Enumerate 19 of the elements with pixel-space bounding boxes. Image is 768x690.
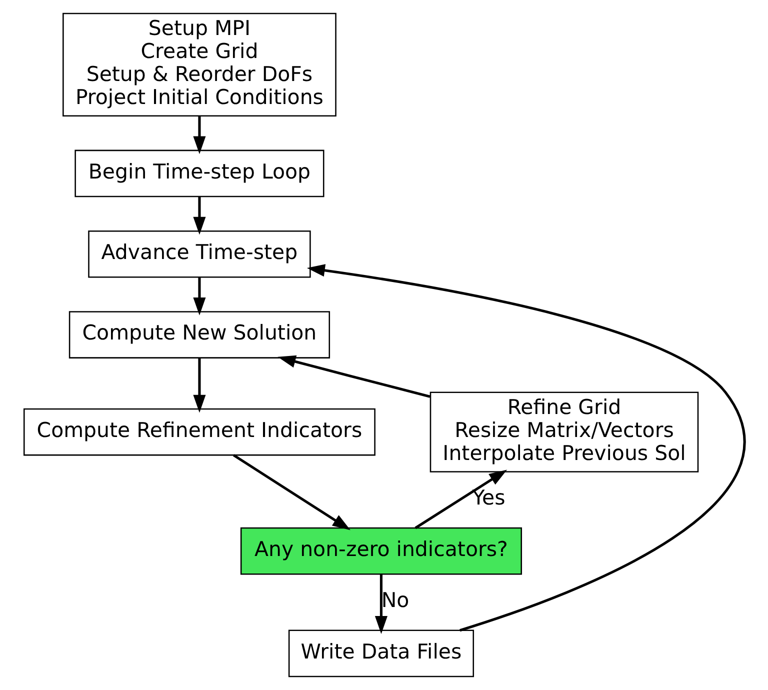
node-box: Write Data Files	[288, 630, 474, 678]
arrow	[192, 196, 206, 235]
node-box: Setup MPI Create Grid Setup & Reorder DoFs Project Initial Conditions	[62, 12, 336, 117]
arrow	[192, 278, 206, 316]
arrow	[232, 454, 350, 530]
node-box: Refine Grid Resize Matrix/Vectors Interpolate Previous Sol	[429, 392, 698, 472]
node-box: Compute Refinement Indicators	[22, 408, 375, 456]
arrow	[192, 116, 206, 154]
arrow	[414, 470, 507, 530]
arrow	[374, 574, 387, 634]
arrow	[306, 264, 745, 632]
node-box: Advance Time-step	[88, 230, 310, 278]
arrow	[192, 358, 206, 413]
edge-label: No	[380, 588, 409, 612]
node-box: Compute New Solution	[68, 311, 330, 358]
edge-label: Yes	[472, 486, 505, 510]
node-box: Begin Time-step Loop	[74, 150, 324, 198]
node-box: Any non-zero indicators?	[240, 527, 522, 575]
arrow	[277, 355, 430, 398]
